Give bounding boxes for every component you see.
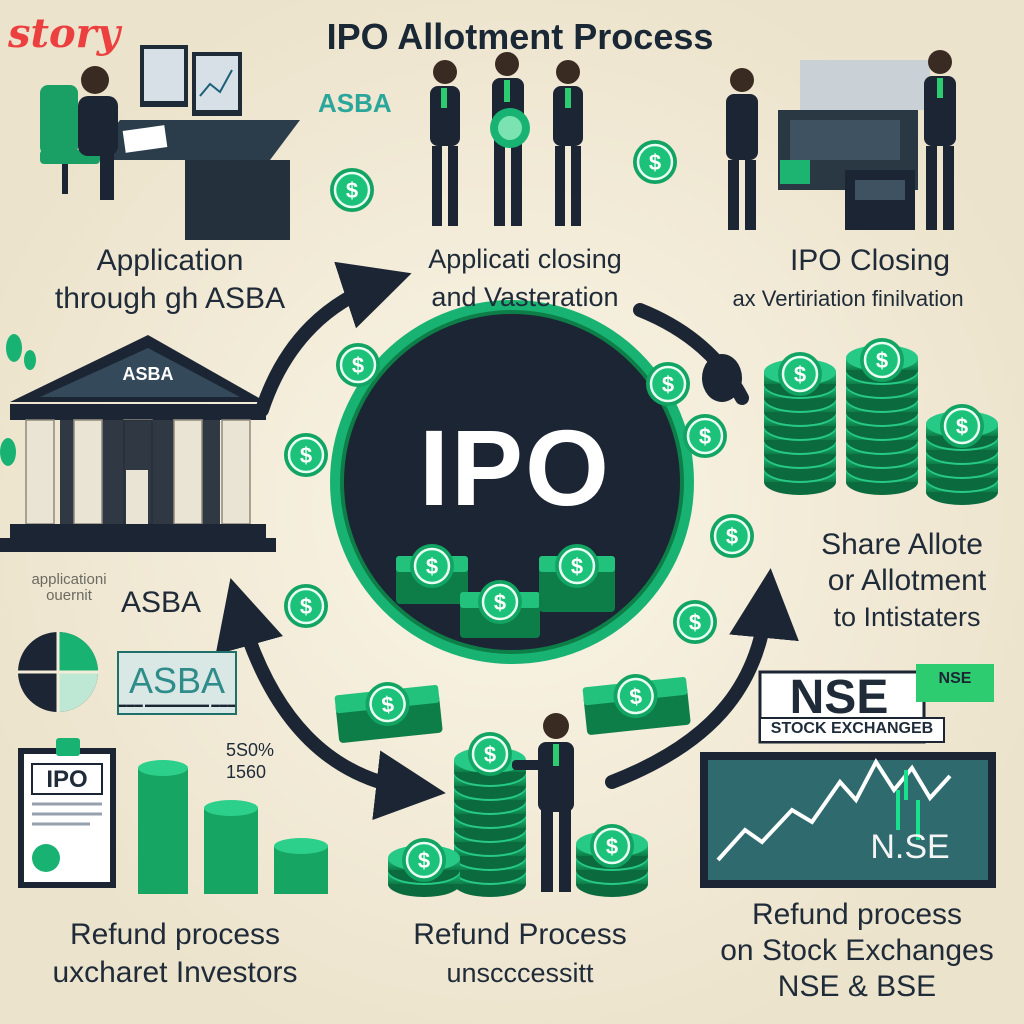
step-refund-exchange-line2: on Stock Exchanges bbox=[720, 934, 994, 967]
ipo-document-icon bbox=[18, 738, 116, 888]
stock-screen-label: N.SE bbox=[870, 828, 950, 866]
page-title: IPO Allotment Process bbox=[326, 16, 714, 57]
step-refund-exchange-line1: Refund process bbox=[751, 898, 963, 931]
step-ipo-closing-line1: IPO Closing bbox=[789, 244, 951, 277]
bill-bundles bbox=[334, 670, 691, 743]
step-share-allot-line3: to Intistaters bbox=[833, 602, 981, 632]
desk-investor-icon bbox=[40, 45, 300, 240]
pie-chart-icon bbox=[18, 632, 98, 712]
nse-badge-label: NSE bbox=[789, 671, 889, 724]
leaf-decor bbox=[0, 334, 36, 466]
business-people-icon bbox=[726, 50, 956, 230]
center-bill-stacks bbox=[396, 542, 615, 638]
step-application-line2: through gh ASBA bbox=[54, 282, 286, 315]
step-closing-line1: Applicati closing bbox=[428, 244, 622, 274]
step-closing-line2: and Vasteration bbox=[431, 282, 619, 312]
bar-chart-icon bbox=[138, 760, 328, 894]
bank-building-icon bbox=[0, 335, 276, 552]
step-share-allot-line2: or Allotment bbox=[827, 564, 987, 597]
step-refund-unsuccessful-line2: unscccessitt bbox=[446, 958, 594, 988]
bank-caption-big: ASBA bbox=[120, 586, 202, 619]
stock-chart-icon bbox=[700, 752, 996, 888]
nse-badge bbox=[758, 664, 994, 744]
stat-percent: 5S0% bbox=[226, 740, 275, 760]
presenter-icon bbox=[512, 713, 574, 892]
bank-caption-small: applicationi ouernit bbox=[31, 571, 107, 604]
step-ipo-closing-line2: ax Vertiriation finilvation bbox=[732, 286, 964, 311]
nse-badge-sub: STOCK EXCHANGEB bbox=[770, 720, 934, 737]
asba-tag-top: ASBA bbox=[318, 88, 392, 118]
step-refund-investors-line2: uxcharet Investors bbox=[52, 956, 298, 989]
step-share-allot-line1: Share Allote bbox=[821, 528, 983, 561]
cycle-arrows bbox=[215, 261, 799, 821]
asba-box-label: ASBA bbox=[128, 660, 226, 701]
asba-box-sub: ▬▬▬ ▬▬▬▬▬▬▬▬ ▬▬▬ bbox=[118, 700, 236, 709]
stat-number: 1560 bbox=[226, 762, 267, 782]
arrow-knob bbox=[702, 354, 742, 402]
center-ipo-label: IPO bbox=[418, 407, 612, 528]
step-application-line1: Application bbox=[96, 244, 244, 277]
brand-logo-text: story bbox=[8, 10, 120, 57]
step-refund-investors-line1: Refund process bbox=[69, 918, 281, 951]
ipo-document-label: IPO bbox=[46, 766, 88, 793]
step-refund-unsuccessful-line1: Refund Process bbox=[413, 918, 627, 951]
nse-badge-side: NSE bbox=[938, 670, 972, 687]
bank-roof-label: ASBA bbox=[122, 364, 174, 384]
step-refund-exchange-line3: NSE & BSE bbox=[777, 970, 937, 1003]
handshake-icon bbox=[430, 52, 583, 226]
asba-box bbox=[117, 651, 237, 715]
